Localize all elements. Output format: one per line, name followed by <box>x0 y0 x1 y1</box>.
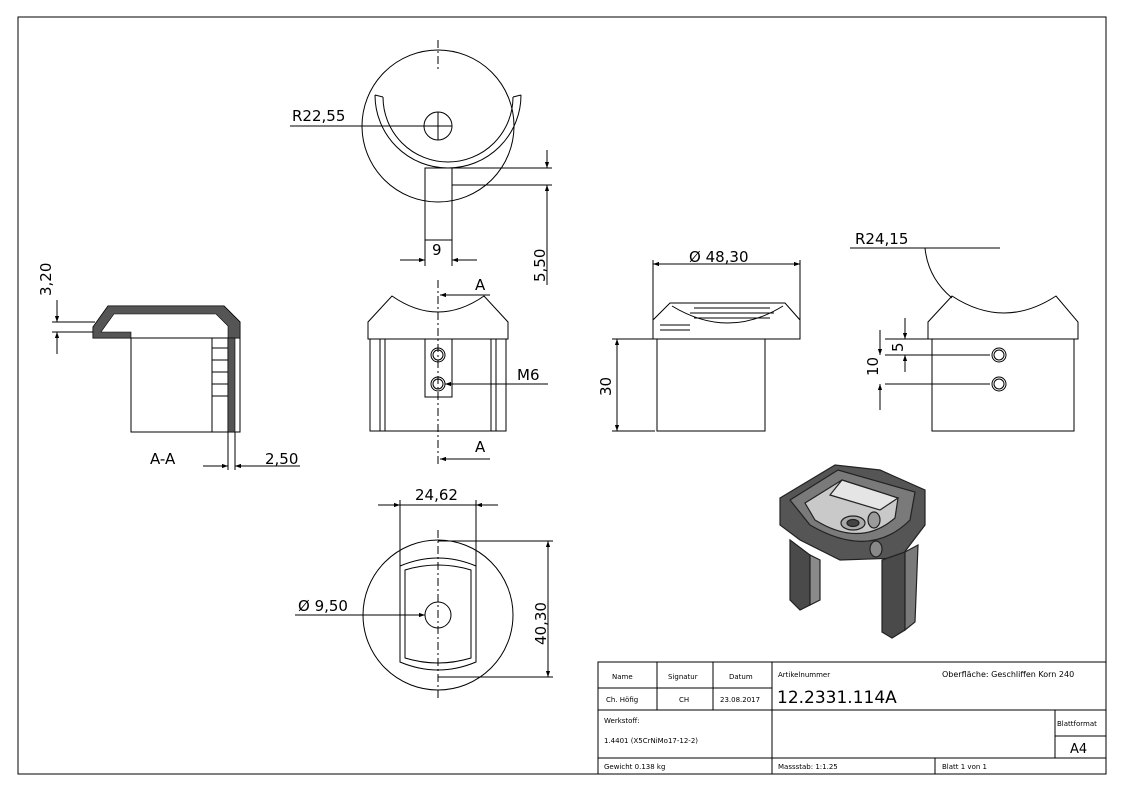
tb-signature-header: Signatur <box>668 673 698 681</box>
side-view-two <box>850 247 1079 432</box>
dim-h10: 10 <box>864 357 882 376</box>
dim-h4030: 40,30 <box>532 602 550 645</box>
section-hatch <box>92 305 241 433</box>
tb-article-value: 12.2331.114A <box>777 688 897 708</box>
tb-sheet: Blatt 1 von 1 <box>942 763 987 771</box>
tb-article-header: Artikelnummer <box>778 671 830 679</box>
sheet-border <box>17 16 1107 775</box>
dim-w2462: 24,62 <box>415 486 458 504</box>
tb-material-value: 1.4401 (X5CrNiMo17-12-2) <box>604 737 698 745</box>
dim-d4830: Ø 48,30 <box>689 248 749 266</box>
top-view <box>290 40 552 285</box>
dim-w250: 2,50 <box>265 450 298 468</box>
bottom-view <box>295 500 553 700</box>
dim-w9: 9 <box>432 241 442 259</box>
dim-h550: 5,50 <box>531 249 549 282</box>
tb-signature-value: CH <box>679 696 689 704</box>
tb-format-header: Blattformat <box>1057 720 1097 728</box>
front-view <box>367 280 548 465</box>
tb-material-header: Werkstoff: <box>604 717 640 725</box>
tb-date-header: Datum <box>729 673 753 681</box>
side-view-one <box>612 260 801 432</box>
section-mark-a-bottom: A <box>475 438 486 456</box>
title-block <box>597 661 1107 775</box>
tb-surface: Oberfläche: Geschliffen Korn 240 <box>942 670 1074 679</box>
dim-h5: 5 <box>889 342 907 352</box>
dim-h320: 3,20 <box>37 263 55 296</box>
section-label: A-A <box>150 450 176 468</box>
thread-m6: M6 <box>517 366 540 384</box>
tb-name-header: Name <box>612 673 633 681</box>
tb-weight: Gewicht 0.138 kg <box>604 763 665 771</box>
dim-h30: 30 <box>597 377 615 396</box>
dim-r2415: R24,15 <box>855 230 908 248</box>
section-mark-a-top: A <box>475 276 486 294</box>
tb-scale: Massstab: 1:1.25 <box>778 763 838 771</box>
dim-d950: Ø 9,50 <box>298 597 348 615</box>
tb-name-value: Ch. Höfig <box>606 696 638 704</box>
isometric-render <box>779 464 926 639</box>
section-view <box>52 300 300 470</box>
tb-date-value: 23.08.2017 <box>720 696 760 704</box>
dim-r22: R22,55 <box>292 107 345 125</box>
tb-format-value: A4 <box>1070 742 1087 757</box>
